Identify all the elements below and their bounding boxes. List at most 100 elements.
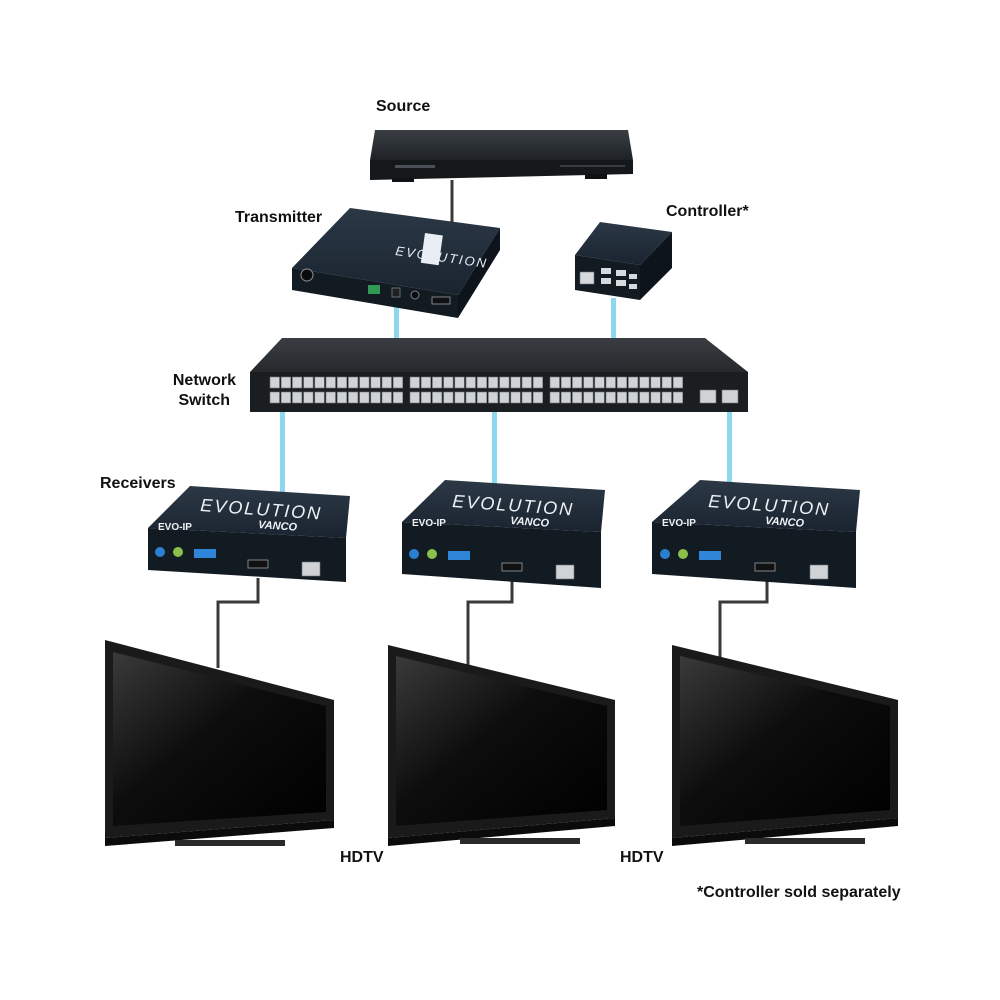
switch-port <box>616 391 628 404</box>
switch-port <box>605 376 616 389</box>
switch-port <box>510 391 521 404</box>
switch-port <box>409 376 420 389</box>
switch-port <box>432 376 443 389</box>
switch-port <box>454 376 465 389</box>
transmitter-label: Transmitter <box>235 209 323 226</box>
switch-port <box>348 391 359 404</box>
switch-port <box>420 376 432 389</box>
switch-port <box>359 376 370 389</box>
switch-port <box>443 391 454 404</box>
footnote: *Controller sold separately <box>697 884 901 901</box>
switch-port <box>454 391 465 404</box>
switch-port <box>381 376 392 389</box>
receiver-2-network-cable <box>492 412 497 492</box>
source-label: Source <box>376 98 431 115</box>
switch-port <box>392 391 404 404</box>
switch-port <box>432 391 443 404</box>
switch-port <box>521 391 532 404</box>
switch-port <box>532 376 544 389</box>
receiver-2-brand-text: VANCO <box>510 515 550 530</box>
receiver-3-network-cable <box>727 412 732 492</box>
switch-port <box>292 376 303 389</box>
switch-port <box>549 391 560 404</box>
switch-port <box>280 376 292 389</box>
switch-port <box>465 391 476 404</box>
hdtv-icon-1 <box>105 640 334 846</box>
receiver-box-icon-2: EVOLUTION VANCO EVO-IP <box>402 480 605 588</box>
receivers-label: Receivers <box>100 475 176 492</box>
transmitter-box-icon: EVOLUTION <box>292 208 500 318</box>
network-switch-icon <box>250 338 748 412</box>
switch-port <box>628 391 639 404</box>
network-switch-label-line2: Switch <box>178 392 230 409</box>
receiver-2-model-text: EVO-IP <box>412 518 446 529</box>
switch-port <box>560 391 572 404</box>
switch-port <box>314 376 325 389</box>
switch-port <box>476 376 488 389</box>
switch-port <box>572 391 583 404</box>
switch-port <box>381 391 392 404</box>
switch-port <box>583 376 594 389</box>
switch-port <box>549 376 560 389</box>
switch-port <box>370 391 381 404</box>
tv-1-cable <box>216 578 260 668</box>
receiver-1-network-cable <box>280 412 285 492</box>
hdtv-label-left: HDTV <box>340 849 384 866</box>
receiver-1-brand-text: VANCO <box>258 519 298 534</box>
switch-port <box>672 376 684 389</box>
switch-port <box>488 391 499 404</box>
switch-port <box>303 391 314 404</box>
transmitter-network-cable <box>394 300 399 344</box>
switch-port <box>280 391 292 404</box>
switch-port <box>420 391 432 404</box>
switch-port <box>465 376 476 389</box>
switch-ports <box>269 376 684 404</box>
receiver-3-model-text: EVO-IP <box>662 518 696 529</box>
switch-port <box>488 376 499 389</box>
controller-box-icon <box>575 222 672 300</box>
hdtv-icon-2 <box>388 645 615 846</box>
switch-port <box>650 376 661 389</box>
switch-port <box>650 391 661 404</box>
switch-port <box>616 376 628 389</box>
switch-port <box>628 376 639 389</box>
switch-port <box>359 391 370 404</box>
switch-port <box>336 376 348 389</box>
hdtv-label-right: HDTV <box>620 849 664 866</box>
switch-port <box>639 391 650 404</box>
hdtv-icon-3 <box>672 645 898 846</box>
switch-port <box>583 391 594 404</box>
switch-port <box>443 376 454 389</box>
controller-label: Controller* <box>666 203 749 220</box>
receiver-1-model-text: EVO-IP <box>158 522 192 533</box>
switch-port <box>325 376 336 389</box>
switch-port <box>594 376 605 389</box>
cables <box>216 180 769 668</box>
blu-ray-player-icon <box>370 130 633 182</box>
tv-3-cable <box>718 578 769 668</box>
switch-port <box>572 376 583 389</box>
controller-network-cable <box>611 298 616 342</box>
switch-port <box>661 376 672 389</box>
switch-port <box>594 391 605 404</box>
switch-port <box>269 391 280 404</box>
switch-port <box>532 391 544 404</box>
switch-port <box>639 376 650 389</box>
tv-2-cable <box>466 578 514 668</box>
switch-port <box>392 376 404 389</box>
switch-port <box>499 376 510 389</box>
switch-port <box>325 391 336 404</box>
switch-port <box>510 376 521 389</box>
switch-port <box>370 376 381 389</box>
switch-port <box>348 376 359 389</box>
switch-port <box>499 391 510 404</box>
switch-port <box>303 376 314 389</box>
switch-port <box>661 391 672 404</box>
switch-port <box>314 391 325 404</box>
switch-port <box>409 391 420 404</box>
switch-port <box>476 391 488 404</box>
switch-port <box>292 391 303 404</box>
receiver-box-icon-3: EVOLUTION VANCO EVO-IP <box>652 480 860 588</box>
switch-port <box>521 376 532 389</box>
